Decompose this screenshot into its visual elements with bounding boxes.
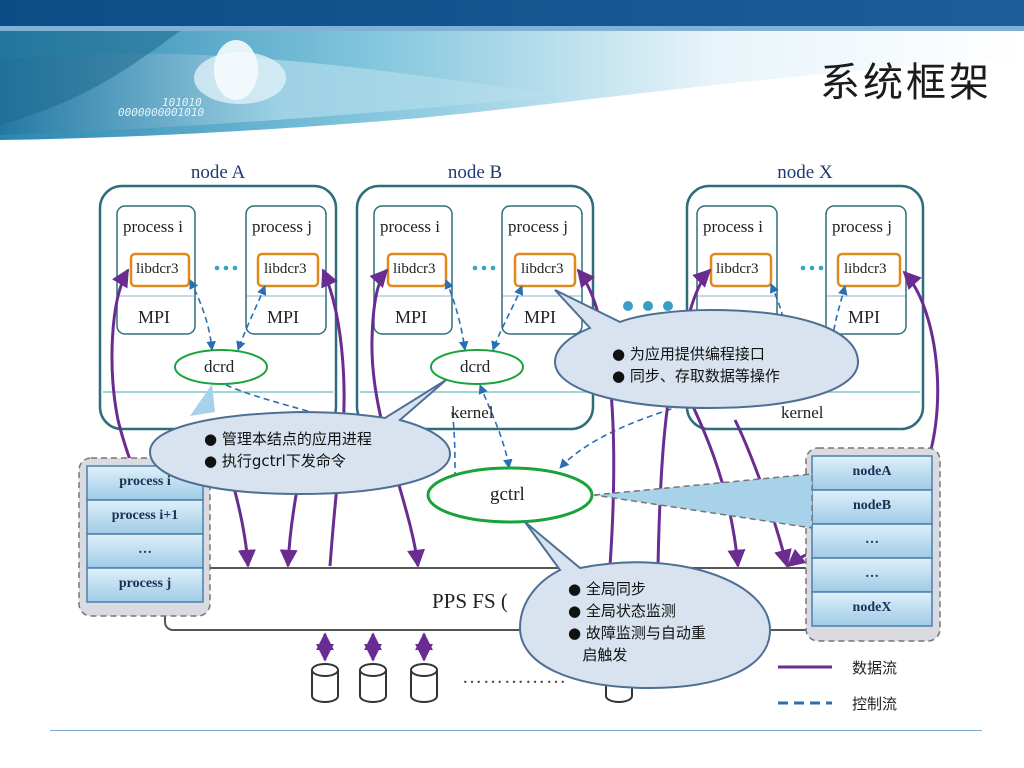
callout-gctrl-text: ● 全局同步 ● 全局状态监测 ● 故障监测与自动重 启触发 bbox=[568, 580, 706, 664]
node-b-lib-j-box bbox=[513, 252, 577, 288]
node-a-lib-j-label: libdcr3 bbox=[264, 261, 307, 277]
page-title: 系统框架 bbox=[820, 60, 992, 106]
footer-divider bbox=[50, 730, 982, 731]
binary-text-2: 0000000001010 bbox=[118, 106, 205, 119]
node-x-lib-i-label: libdcr3 bbox=[716, 261, 759, 277]
node-x-kernel-label: kernel bbox=[781, 403, 824, 422]
callout-libdcr3-bubble bbox=[553, 289, 860, 410]
node-b-dcrd-label: dcrd bbox=[460, 357, 491, 376]
node-a-lib-j-box bbox=[256, 252, 320, 288]
node-x-lib-j-label: libdcr3 bbox=[844, 261, 887, 277]
node-a-lib-i-label: libdcr3 bbox=[136, 261, 179, 277]
legend-data-flow-label: 数据流 bbox=[852, 659, 898, 677]
node-table-cell: nodeB bbox=[852, 498, 892, 513]
node-b-mpi-i-label: MPI bbox=[395, 307, 428, 327]
node-a-mpi-j-label: MPI bbox=[267, 307, 300, 327]
binary-text-1: 101010 bbox=[162, 96, 202, 109]
ppsfs-label: PPS FS ( bbox=[432, 589, 508, 613]
node-a-process-j-label: process j bbox=[252, 217, 312, 236]
node-b-mpi-j-label: MPI bbox=[524, 307, 557, 327]
callout-dcrd-text: ● 管理本结点的应用进程 ● 执行gctrl下发命令 bbox=[204, 430, 372, 470]
node-x-title: node X bbox=[777, 162, 833, 183]
node-b-process-i-label: process i bbox=[380, 217, 440, 236]
process-table-cell: process i bbox=[119, 474, 171, 489]
node-x-mpi-j-label: MPI bbox=[848, 307, 881, 327]
node-a-dcrd-label: dcrd bbox=[204, 357, 235, 376]
node-table-cell: … bbox=[865, 532, 879, 547]
process-table-cell: process j bbox=[118, 576, 172, 591]
legend-control-flow-label: 控制流 bbox=[852, 695, 898, 713]
header-banner bbox=[0, 0, 1024, 140]
node-table-cell: … bbox=[865, 566, 879, 581]
storage-dots: …………… bbox=[462, 666, 567, 688]
node-a-dcrd bbox=[174, 349, 268, 385]
node-table-cell: nodeA bbox=[852, 464, 892, 479]
callout-gctrl-bubble bbox=[518, 521, 772, 690]
node-x-process-j-label: process j bbox=[832, 217, 892, 236]
callout-dcrd-bubble bbox=[148, 379, 452, 496]
node-a-title: node A bbox=[190, 162, 246, 183]
process-table-cell: … bbox=[138, 542, 152, 557]
node-b-dcrd bbox=[430, 349, 524, 385]
callout-libdcr3-text: ● 为应用提供编程接口 ● 同步、存取数据等操作 bbox=[612, 345, 780, 385]
node-b-lib-i-label: libdcr3 bbox=[393, 261, 436, 277]
node-x-process-i-label: process i bbox=[703, 217, 763, 236]
node-a-mpi-i-label: MPI bbox=[138, 307, 171, 327]
node-a-process-i-label: process i bbox=[123, 217, 183, 236]
node-b-lib-j-label: libdcr3 bbox=[521, 261, 564, 277]
node-b-title: node B bbox=[447, 162, 503, 183]
node-b-process-j-label: process j bbox=[508, 217, 568, 236]
process-table-cell: process i+1 bbox=[111, 508, 179, 523]
node-table-cell: nodeX bbox=[852, 600, 892, 615]
node-b-kernel-label: kernel bbox=[451, 403, 494, 422]
gctrl-ellipse bbox=[426, 466, 594, 524]
gctrl-label: gctrl bbox=[490, 484, 525, 505]
